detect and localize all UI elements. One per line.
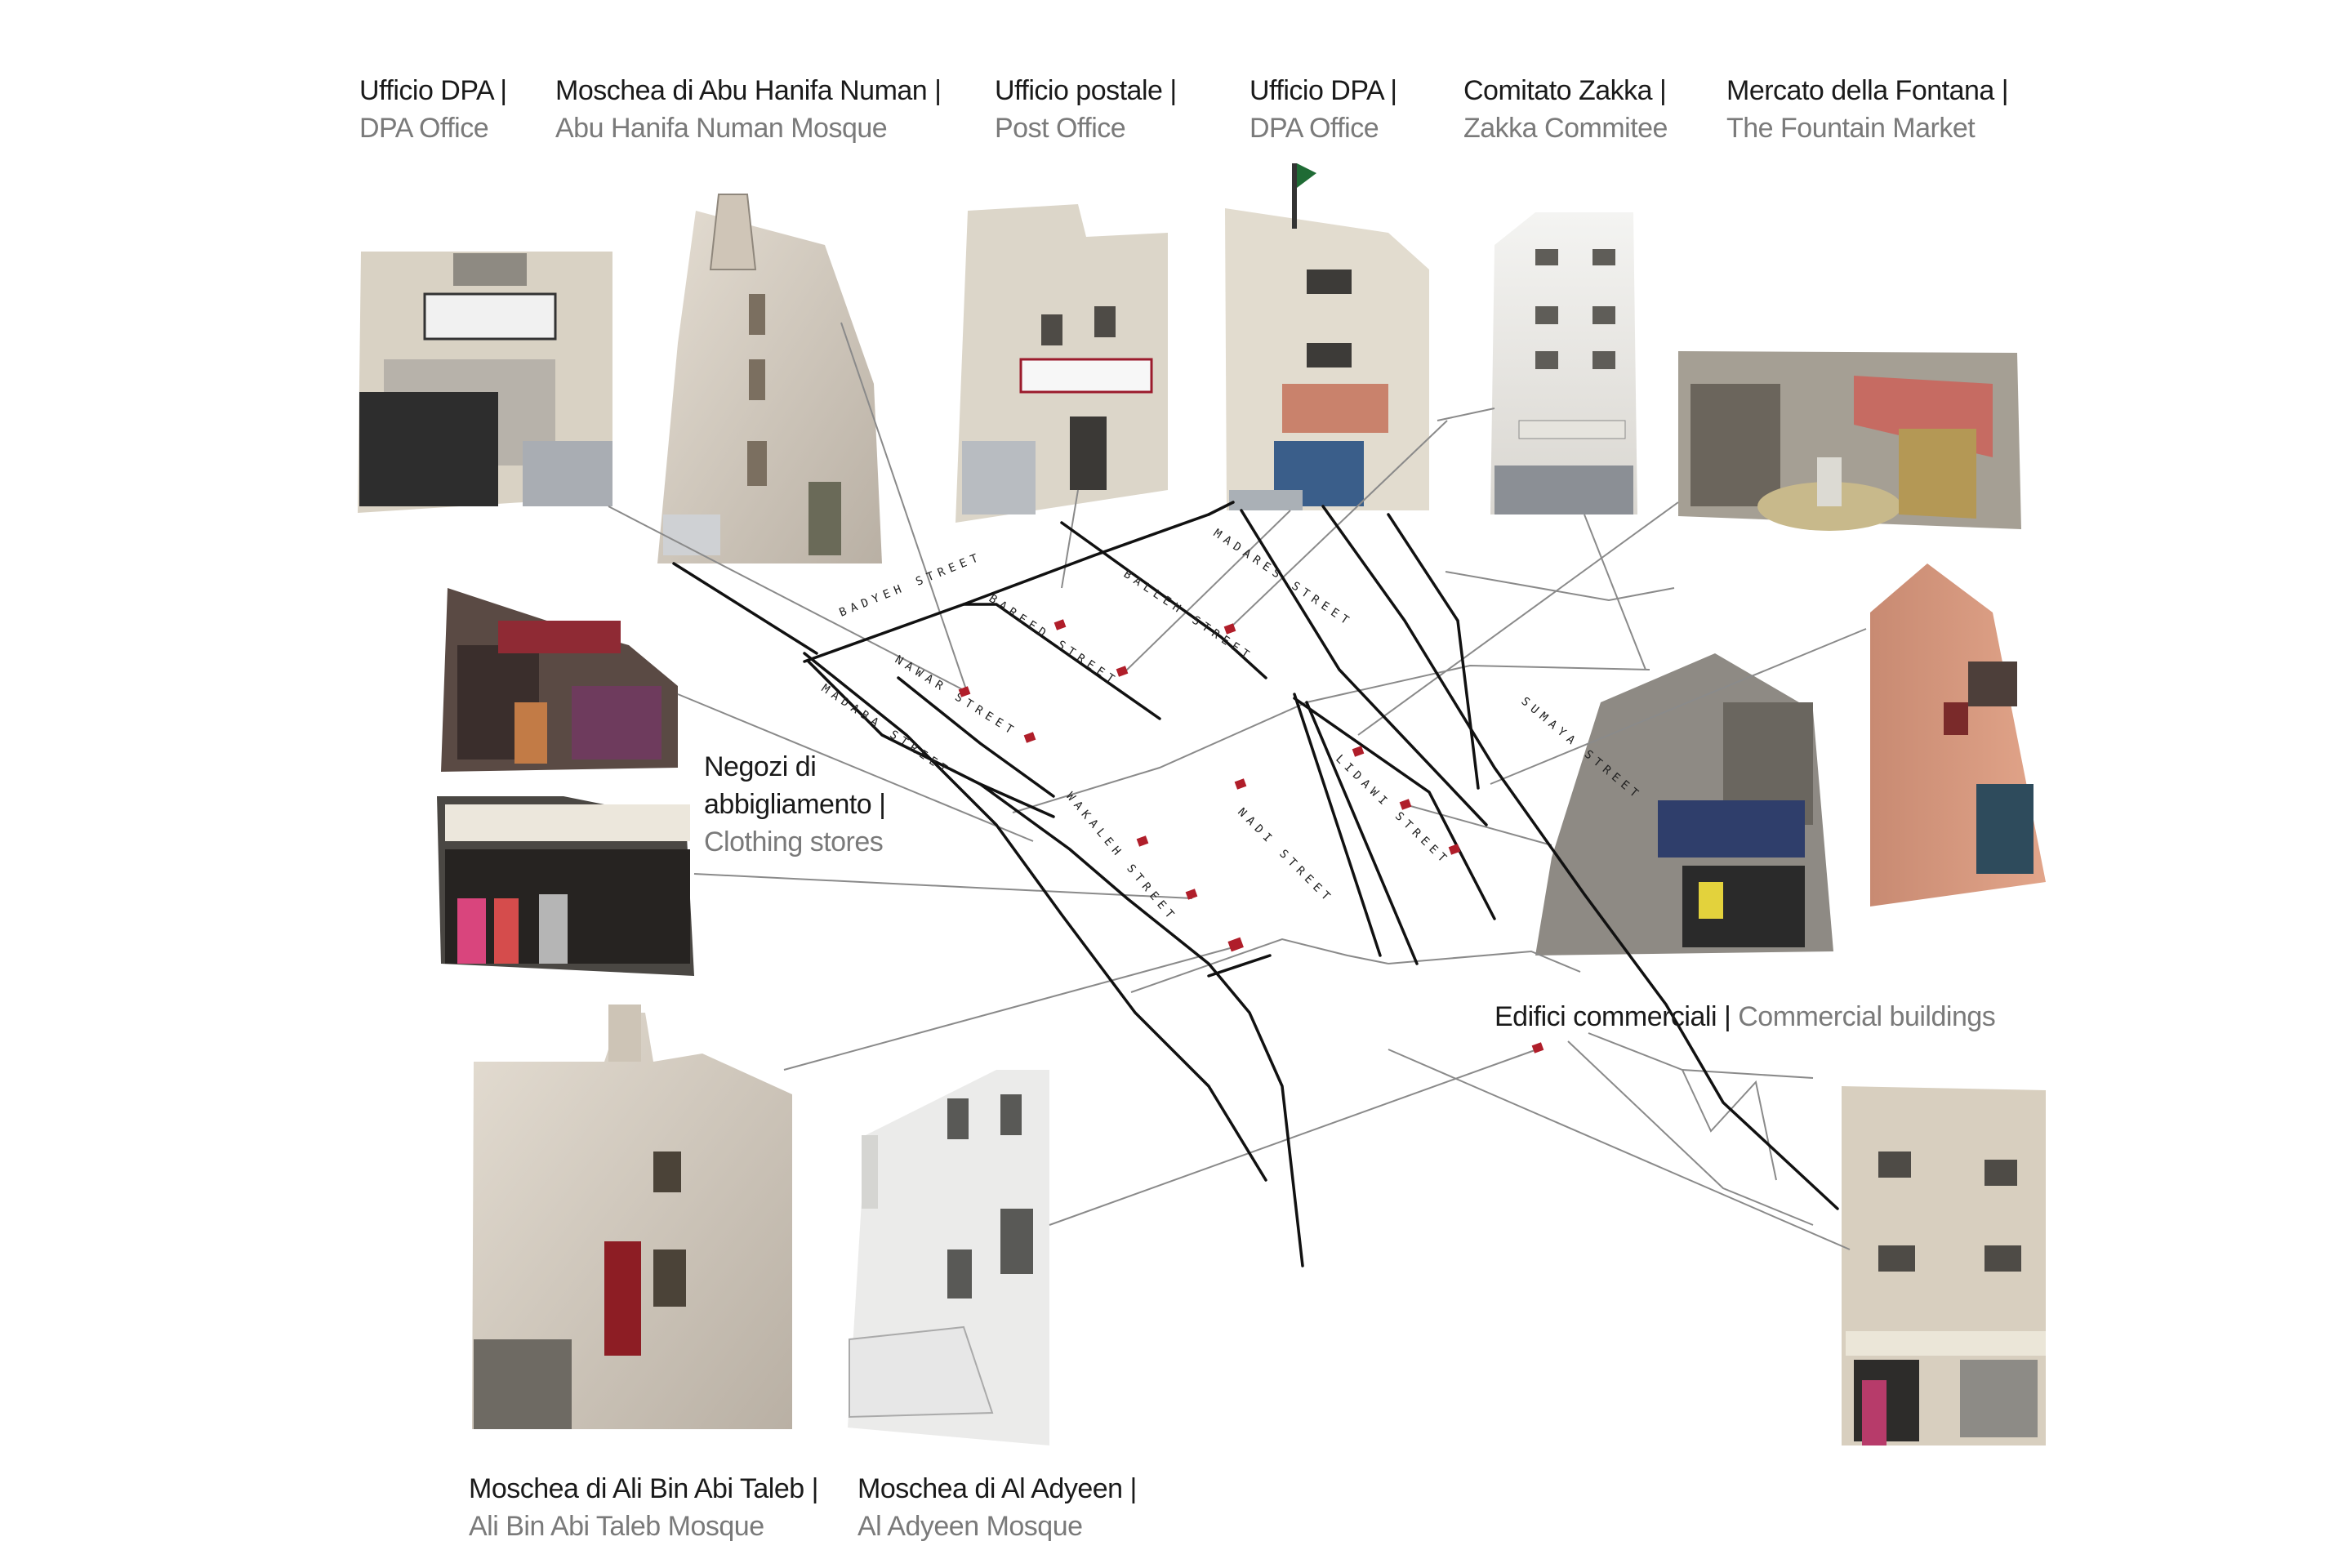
location-markers (958, 619, 1544, 1054)
label-commercial-en: Commercial buildings (1738, 1001, 1996, 1032)
marker-clothing-1[interactable] (1136, 835, 1149, 847)
photo-fountain-market (1678, 351, 2021, 531)
marker-abu-hanifa[interactable] (958, 686, 971, 697)
marker-commercial-1[interactable] (1234, 778, 1247, 790)
label-fountain-it: Mercato della Fontana (1726, 75, 1994, 106)
label-fountain-market: Mercato della Fontana | The Fountain Mar… (1726, 72, 2009, 147)
label-adyeen-it: Moschea di Al Adyeen (858, 1473, 1123, 1504)
marker-fountain[interactable] (1352, 746, 1365, 757)
separator: | (879, 789, 886, 820)
label-dpa-office-1-en: DPA Office (359, 113, 489, 144)
label-dpa-office-2: Ufficio DPA | DPA Office (1250, 72, 1397, 147)
street-labels: BADYEH STREET MADARES STREET BAREED STRE… (819, 527, 1645, 924)
label-zakka-committee: Comitato Zakka | Zakka Commitee (1463, 72, 1668, 147)
label-clothing-en: Clothing stores (704, 826, 884, 858)
label-dpa-office-1: Ufficio DPA | DPA Office (359, 72, 507, 147)
marker-clothing-2[interactable] (1185, 889, 1198, 900)
marker-commercial-2[interactable] (1399, 799, 1412, 810)
photo-clothing-stores-2 (437, 796, 694, 976)
photo-commercial-building-bottom (1842, 1086, 2046, 1446)
label-zakka-it: Comitato Zakka (1463, 75, 1653, 106)
connector-lines (608, 322, 1867, 1250)
separator: | (811, 1473, 819, 1504)
street-madares: MADARES STREET (1211, 527, 1355, 630)
street-nadi: NADI STREET (1235, 806, 1336, 907)
label-dpa-office-2-it: Ufficio DPA (1250, 75, 1383, 106)
marker-dpa-office-2[interactable] (1116, 666, 1129, 677)
separator: | (934, 75, 942, 106)
photo-dpa-office-2 (1225, 163, 1429, 510)
photo-zakka-committee (1490, 212, 1637, 514)
label-dpa-office-1-it: Ufficio DPA (359, 75, 493, 106)
label-post-office-en: Post Office (995, 113, 1126, 144)
marker-dpa-office-1[interactable] (1023, 732, 1036, 743)
label-ali-it: Moschea di Ali Bin Abi Taleb (469, 1473, 804, 1504)
label-adyeen-mosque: Moschea di Al Adyeen | Al Adyeen Mosque (858, 1470, 1137, 1545)
photo-abu-hanifa-mosque (657, 194, 882, 564)
separator: | (1390, 75, 1397, 106)
separator: | (1659, 75, 1667, 106)
label-commercial-it: Edifici commerciali (1494, 1001, 1717, 1032)
photo-clothing-stores-1 (441, 588, 678, 772)
main-streets (672, 501, 1839, 1267)
label-abu-hanifa-mosque: Moschea di Abu Hanifa Numan | Abu Hanifa… (555, 72, 942, 147)
street-bareed: BAREED STREET (987, 592, 1120, 688)
marker-post-office[interactable] (1054, 619, 1067, 630)
label-ali-mosque: Moschea di Ali Bin Abi Taleb | Ali Bin A… (469, 1470, 818, 1545)
separator: | (500, 75, 507, 106)
label-post-office-it: Ufficio postale (995, 75, 1163, 106)
photo-commercial-building-right (1870, 564, 2046, 906)
marker-commercial-3[interactable] (1448, 844, 1461, 855)
photo-al-adyeen-mosque (848, 1070, 1049, 1446)
street-balleh: BALLEH STREET (1121, 568, 1255, 664)
photo-post-office (956, 204, 1168, 523)
label-post-office: Ufficio postale | Post Office (995, 72, 1177, 147)
label-commercial-buildings: Edifici commerciali | Commercial buildin… (1494, 998, 1996, 1036)
label-fountain-en: The Fountain Market (1726, 113, 1976, 144)
label-clothing-it-1: Negozi di (704, 751, 817, 782)
photo-ali-bin-abi-taleb-mosque (472, 1004, 792, 1429)
photo-commercial-building-center (1535, 653, 1833, 956)
label-abu-hanifa-en: Abu Hanifa Numan Mosque (555, 113, 888, 144)
marker-adyeen-mosque[interactable] (1531, 1042, 1544, 1054)
street-nawar: NAWAR STREET (893, 653, 1019, 739)
label-dpa-office-2-en: DPA Office (1250, 113, 1379, 144)
label-zakka-en: Zakka Commitee (1463, 113, 1668, 144)
label-adyeen-en: Al Adyeen Mosque (858, 1511, 1083, 1542)
separator: | (1129, 1473, 1138, 1504)
label-ali-en: Ali Bin Abi Taleb Mosque (469, 1511, 764, 1542)
photo-dpa-office-1 (358, 252, 612, 513)
separator: | (2001, 75, 2009, 106)
label-abu-hanifa-it: Moschea di Abu Hanifa Numan (555, 75, 928, 106)
separator: | (1169, 75, 1177, 106)
label-clothing-it-2: abbigliamento (704, 789, 872, 820)
label-clothing-stores: Negozi di abbigliamento | Clothing store… (704, 748, 886, 861)
marker-ali-mosque[interactable] (1227, 937, 1244, 952)
separator: | (1723, 1001, 1731, 1032)
marker-zakka[interactable] (1223, 623, 1236, 635)
